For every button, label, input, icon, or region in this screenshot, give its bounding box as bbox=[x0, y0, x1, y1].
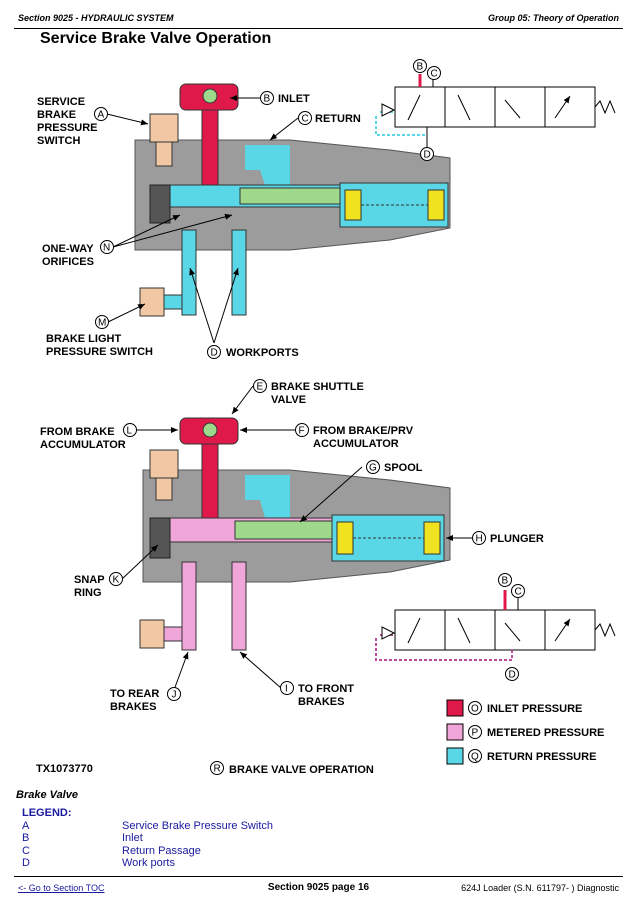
schem-D-bottom: D bbox=[509, 670, 516, 681]
callout-G: G bbox=[369, 463, 377, 474]
legend-value: Service Brake Pressure Switch bbox=[122, 820, 273, 832]
legend-key: D bbox=[22, 857, 30, 869]
callout-A: A bbox=[98, 110, 105, 121]
label-one-way-1: ONE-WAY bbox=[42, 243, 94, 255]
toc-link[interactable]: <- Go to Section TOC bbox=[18, 883, 105, 893]
footer-model: 624J Loader (S.N. 611797- ) Diagnostic bbox=[461, 883, 619, 893]
callout-K: K bbox=[113, 575, 120, 586]
bottom-workport-1 bbox=[181, 561, 197, 651]
label-rear-1: TO REAR bbox=[110, 688, 159, 700]
bottom-spool bbox=[234, 520, 341, 540]
callout-D-top: D bbox=[211, 348, 218, 359]
label-service-brake-2: BRAKE bbox=[37, 109, 76, 121]
callout-B-top: B bbox=[264, 94, 271, 105]
header-group: Group 05: Theory of Operation bbox=[487, 13, 619, 23]
top-workport-1 bbox=[181, 229, 197, 316]
brake-valve-diagram: SERVICE BRAKE PRESSURE SWITCH A B INLET … bbox=[36, 59, 616, 776]
label-front-1: TO FRONT bbox=[298, 683, 354, 695]
label-from-prv-1: FROM BRAKE/PRV bbox=[313, 425, 414, 437]
label-shuttle-2: VALVE bbox=[271, 394, 306, 406]
top-schematic bbox=[375, 74, 616, 148]
label-service-brake-3: PRESSURE bbox=[37, 122, 98, 134]
callout-H: H bbox=[476, 534, 483, 545]
swatch-return bbox=[446, 747, 464, 765]
callout-E: E bbox=[257, 382, 264, 393]
top-callouts bbox=[106, 95, 299, 344]
label-return: RETURN bbox=[315, 113, 361, 125]
label-rear-2: BRAKES bbox=[110, 701, 156, 713]
footer-page: Section 9025 page 16 bbox=[267, 882, 370, 893]
top-return-passage bbox=[245, 145, 290, 185]
callout-R: R bbox=[214, 764, 221, 775]
callout-C-top: C bbox=[302, 114, 309, 125]
label-service-brake-1: SERVICE bbox=[37, 96, 85, 108]
schem-C-top: C bbox=[431, 69, 438, 80]
figure-caption: BRAKE VALVE OPERATION bbox=[229, 764, 374, 776]
callout-F: F bbox=[299, 426, 305, 437]
bottom-schematic bbox=[375, 590, 616, 661]
page-header: Section 9025 - HYDRAULIC SYSTEM Group 05… bbox=[14, 6, 623, 29]
bottom-valve bbox=[139, 417, 451, 651]
label-service-brake-4: SWITCH bbox=[37, 135, 80, 147]
label-snap-1: SNAP bbox=[74, 574, 105, 586]
schem-B-top: B bbox=[417, 62, 424, 73]
pressure-legend: O INLET PRESSURE P METERED PRESSURE Q RE… bbox=[446, 699, 604, 765]
bottom-callouts bbox=[121, 385, 472, 691]
page-footer: <- Go to Section TOC Section 9025 page 1… bbox=[14, 876, 623, 897]
schem-D-top: D bbox=[424, 150, 431, 161]
label-brake-light-2: PRESSURE SWITCH bbox=[46, 346, 153, 358]
page-title: Service Brake Valve Operation bbox=[40, 30, 272, 47]
label-front-2: BRAKES bbox=[298, 696, 344, 708]
legend-key: B bbox=[22, 832, 30, 844]
callout-Q: Q bbox=[471, 752, 479, 763]
legend-return: RETURN PRESSURE bbox=[487, 751, 596, 763]
top-valve bbox=[134, 83, 451, 317]
figure-title: Brake Valve bbox=[16, 789, 78, 801]
bottom-workport-2 bbox=[231, 561, 247, 651]
legend-inlet: INLET PRESSURE bbox=[487, 703, 582, 715]
label-from-accum-2: ACCUMULATOR bbox=[40, 439, 126, 451]
label-from-accum-1: FROM BRAKE bbox=[40, 426, 115, 438]
label-workports: WORKPORTS bbox=[226, 347, 299, 359]
bottom-brake-switch bbox=[149, 449, 179, 479]
legend-value: Work ports bbox=[122, 857, 175, 869]
callout-N: N bbox=[103, 243, 110, 254]
bottom-return-passage bbox=[245, 475, 290, 518]
legend-value: Return Passage bbox=[122, 845, 201, 857]
schem-C-bottom: C bbox=[515, 587, 522, 598]
legend-title: LEGEND: bbox=[22, 807, 72, 819]
label-plunger: PLUNGER bbox=[490, 533, 544, 545]
top-spool bbox=[239, 187, 341, 205]
legend-metered: METERED PRESSURE bbox=[487, 727, 604, 739]
swatch-metered bbox=[446, 723, 464, 741]
schem-B-bottom: B bbox=[502, 576, 509, 587]
top-brake-light-switch bbox=[139, 287, 165, 317]
legend-key: C bbox=[22, 845, 30, 857]
callout-M: M bbox=[98, 318, 106, 329]
label-shuttle-1: BRAKE SHUTTLE bbox=[271, 381, 364, 393]
top-workport-2 bbox=[231, 229, 247, 316]
label-from-prv-2: ACCUMULATOR bbox=[313, 438, 399, 450]
label-brake-light-1: BRAKE LIGHT bbox=[46, 333, 121, 345]
label-one-way-2: ORIFICES bbox=[42, 256, 94, 268]
legend-value: Inlet bbox=[122, 832, 143, 844]
callout-L: L bbox=[127, 426, 133, 437]
callout-O: O bbox=[471, 704, 479, 715]
callout-I: I bbox=[285, 684, 288, 695]
bottom-brake-light-switch bbox=[139, 619, 165, 649]
callout-P: P bbox=[472, 728, 479, 739]
top-brake-switch bbox=[149, 113, 179, 143]
header-section: Section 9025 - HYDRAULIC SYSTEM bbox=[18, 13, 174, 23]
label-spool: SPOOL bbox=[384, 462, 423, 474]
swatch-inlet bbox=[446, 699, 464, 717]
figure-id: TX1073770 bbox=[36, 763, 93, 775]
label-inlet: INLET bbox=[278, 93, 310, 105]
callout-J: J bbox=[172, 690, 177, 701]
legend-key: A bbox=[22, 820, 30, 832]
label-snap-2: RING bbox=[74, 587, 102, 599]
